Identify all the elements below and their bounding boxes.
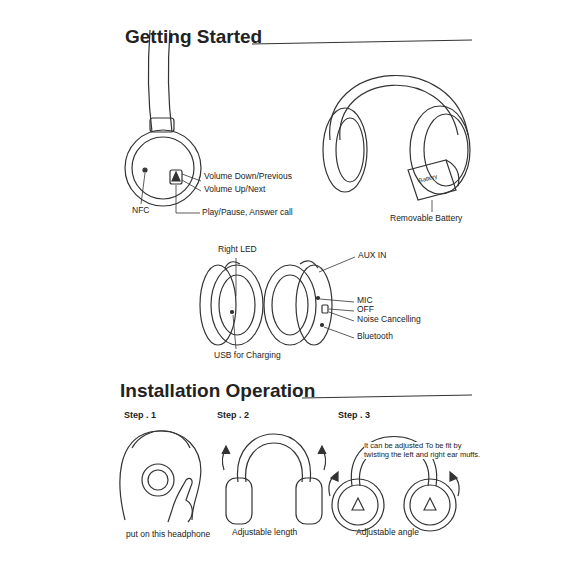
step-note: It can be adjusted To be fit by twisting… — [364, 442, 486, 459]
leader-line — [233, 257, 355, 349]
ear-cups — [200, 261, 332, 345]
part-label: Noise Cancelling — [357, 315, 421, 325]
part-label: Removable Battery — [390, 214, 462, 224]
step-label: Step . 1 — [124, 410, 156, 420]
part-label: OFF — [357, 305, 374, 315]
step-caption: Adjustable length — [232, 528, 297, 538]
person-head — [120, 431, 201, 522]
step-label: Step . 2 — [217, 410, 249, 420]
section-heading: Getting Started — [125, 26, 262, 48]
leader-line — [141, 173, 201, 213]
part-label: AUX IN — [358, 251, 386, 261]
part-label: Bluetooth — [357, 332, 393, 342]
section-heading: Installation Operation — [120, 380, 315, 402]
part-label: USB for Charging — [214, 351, 281, 361]
part-label: Right LED — [218, 245, 257, 255]
heading-rule — [252, 40, 472, 44]
headphone-side — [125, 30, 201, 206]
step-caption: Adjustable angle — [356, 528, 419, 538]
battery-text: Battery — [418, 173, 438, 185]
leader-line — [432, 200, 433, 212]
part-label: Play/Pause, Answer call — [202, 208, 293, 218]
step-label: Step . 3 — [338, 410, 370, 420]
part-label: NFC — [132, 206, 149, 216]
headphone-perspective — [323, 75, 470, 200]
part-label: Volume Down/Previous — [204, 172, 292, 182]
step-caption: put on this headphone — [126, 530, 210, 540]
headphone-front — [222, 434, 326, 524]
part-label: Volume Up/Next — [204, 185, 265, 195]
heading-rule — [302, 395, 472, 398]
